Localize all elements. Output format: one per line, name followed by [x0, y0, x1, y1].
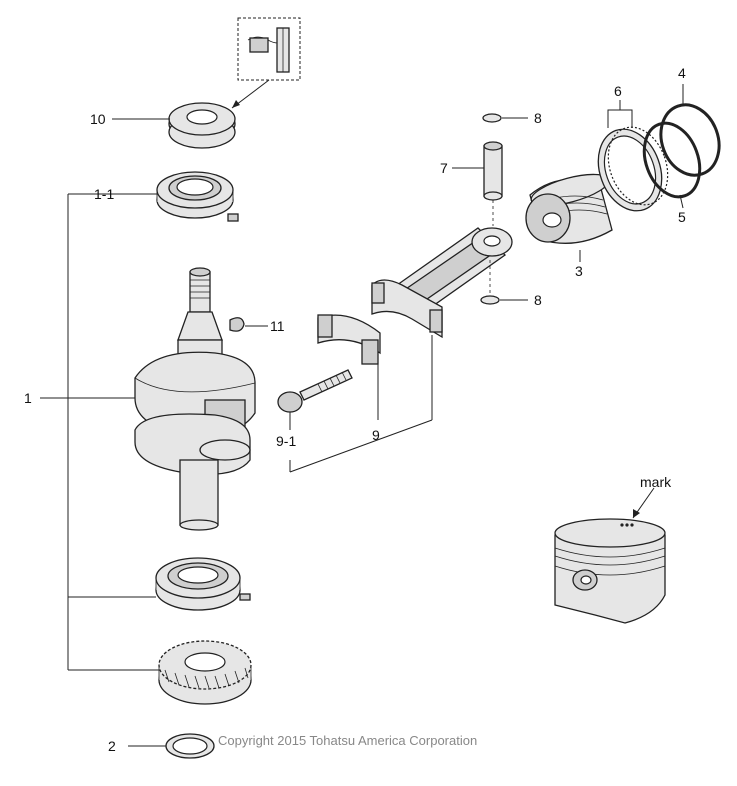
- bearing-upper-1-1: [156, 171, 239, 222]
- group-9-bracket: [289, 335, 433, 473]
- callout-8-top: 8: [534, 110, 542, 126]
- leader-lines: [107, 193, 268, 327]
- ring-4: [659, 84, 721, 177]
- oil-seal-10: [168, 102, 236, 149]
- washer-2: [165, 733, 215, 759]
- piston-pin-7: [452, 141, 503, 226]
- callout-3: 3: [575, 263, 583, 279]
- piston-3: [525, 173, 613, 262]
- callout-1-1: 1-1: [94, 186, 114, 202]
- ring-5: [642, 121, 702, 209]
- copyright-notice: Copyright 2015 Tohatsu America Corporati…: [218, 733, 477, 748]
- callout-9: 9: [372, 427, 380, 443]
- connecting-rod: [371, 227, 513, 339]
- bearing-lower: [155, 557, 251, 611]
- mark-label: mark: [640, 474, 672, 490]
- clip-8-bottom: [480, 260, 528, 305]
- key-11: [229, 317, 262, 332]
- mark-indicator: [620, 523, 634, 527]
- callout-7: 7: [440, 160, 448, 176]
- oil-ring-6: [597, 100, 669, 212]
- rod-cap-9: [317, 314, 381, 420]
- piston-mark-view: [554, 487, 666, 624]
- callout-10: 10: [90, 111, 106, 127]
- clip-8-top: [482, 113, 528, 123]
- detail-inset: [231, 17, 301, 109]
- callout-11: 11: [270, 318, 285, 334]
- bolt-9-1: [277, 369, 353, 430]
- callout-8-bottom: 8: [534, 292, 542, 308]
- crank-gear: [158, 640, 252, 705]
- callout-5: 5: [678, 209, 686, 225]
- callout-6: 6: [614, 83, 622, 99]
- callout-4: 4: [678, 65, 686, 81]
- crankshaft-1: [134, 267, 256, 531]
- callout-1: 1: [24, 390, 32, 406]
- callout-9-1: 9-1: [276, 433, 296, 449]
- callout-2: 2: [108, 738, 116, 754]
